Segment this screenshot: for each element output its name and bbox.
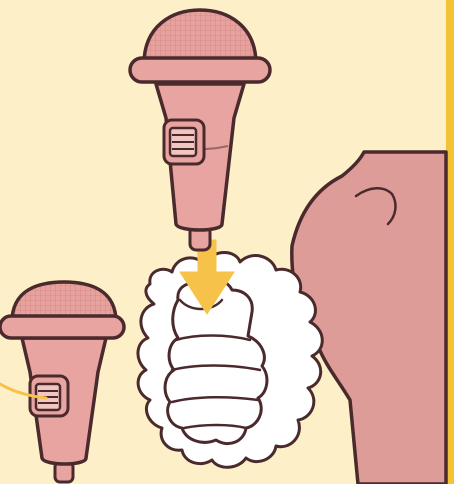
gloved-hand	[165, 280, 267, 444]
